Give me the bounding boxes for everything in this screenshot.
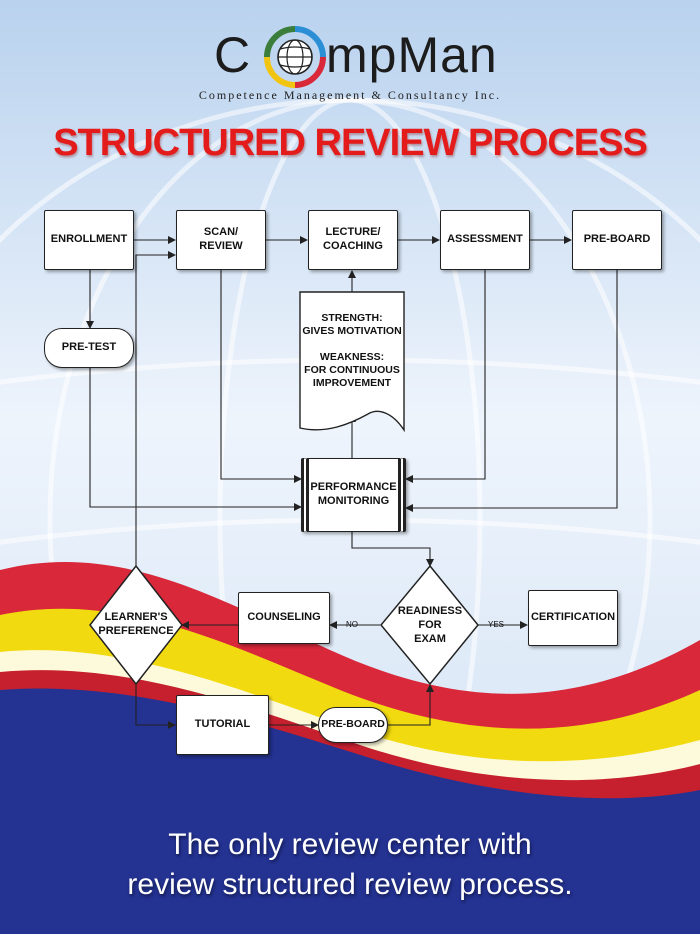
edge-label-yes: YES xyxy=(488,620,505,629)
logo-text-right: mpMan xyxy=(326,27,498,83)
certification-node: CERTIFICATION xyxy=(528,590,618,646)
logo: C mpMan Competence Management & Consulta… xyxy=(0,18,700,108)
tutorial-node: TUTORIAL xyxy=(176,695,269,755)
enrollment-node: ENROLLMENT xyxy=(44,210,134,270)
readiness-for-exam-label: READINESS FOR EXAM xyxy=(397,605,463,645)
pre-board-bottom-node: PRE-BOARD xyxy=(318,707,388,743)
scan-review-node: SCAN/ REVIEW xyxy=(176,210,266,270)
learners-preference-label: LEARNER'S PREFERENCE xyxy=(98,611,174,637)
assessment-node: ASSESSMENT xyxy=(440,210,530,270)
arrow-scan-monitoring xyxy=(220,269,302,483)
arrow-monitoring-readiness xyxy=(351,532,434,567)
feedback-note-shape xyxy=(299,291,405,433)
arrow-pretest-monitoring xyxy=(89,368,302,511)
readiness-diamond-shape xyxy=(380,564,479,686)
arrow-assessment-monitoring xyxy=(405,269,486,483)
arrow-preference-scan xyxy=(135,251,176,566)
tagline-line-2: review structured review process. xyxy=(127,868,573,901)
globe-watermark xyxy=(0,97,700,934)
arrow-preboard-readiness xyxy=(388,684,434,726)
lecture-coaching-node: LECTURE/ COACHING xyxy=(308,210,398,270)
arrow-preference-tutorial xyxy=(135,683,176,729)
arrow-preboard-monitoring xyxy=(405,269,618,512)
feedback-note-text: STRENGTH: GIVES MOTIVATION WEAKNESS: FOR… xyxy=(302,311,402,390)
edge-label-no: NO xyxy=(346,620,358,629)
learners-preference-diamond-shape xyxy=(89,564,183,686)
globe-icon xyxy=(264,26,326,88)
wave-blue xyxy=(0,688,700,934)
counseling-node: COUNSELING xyxy=(238,592,330,644)
tagline-line-1: The only review center with xyxy=(168,828,532,861)
performance-monitoring-node: PERFORMANCE MONITORING xyxy=(301,458,406,532)
pre-test-node: PRE-TEST xyxy=(44,328,134,368)
logo-text-left: C xyxy=(214,27,252,83)
page-title: STRUCTURED REVIEW PROCESS xyxy=(53,122,648,164)
pre-board-top-node: PRE-BOARD xyxy=(572,210,662,270)
logo-subtitle: Competence Management & Consultancy Inc. xyxy=(198,88,502,102)
